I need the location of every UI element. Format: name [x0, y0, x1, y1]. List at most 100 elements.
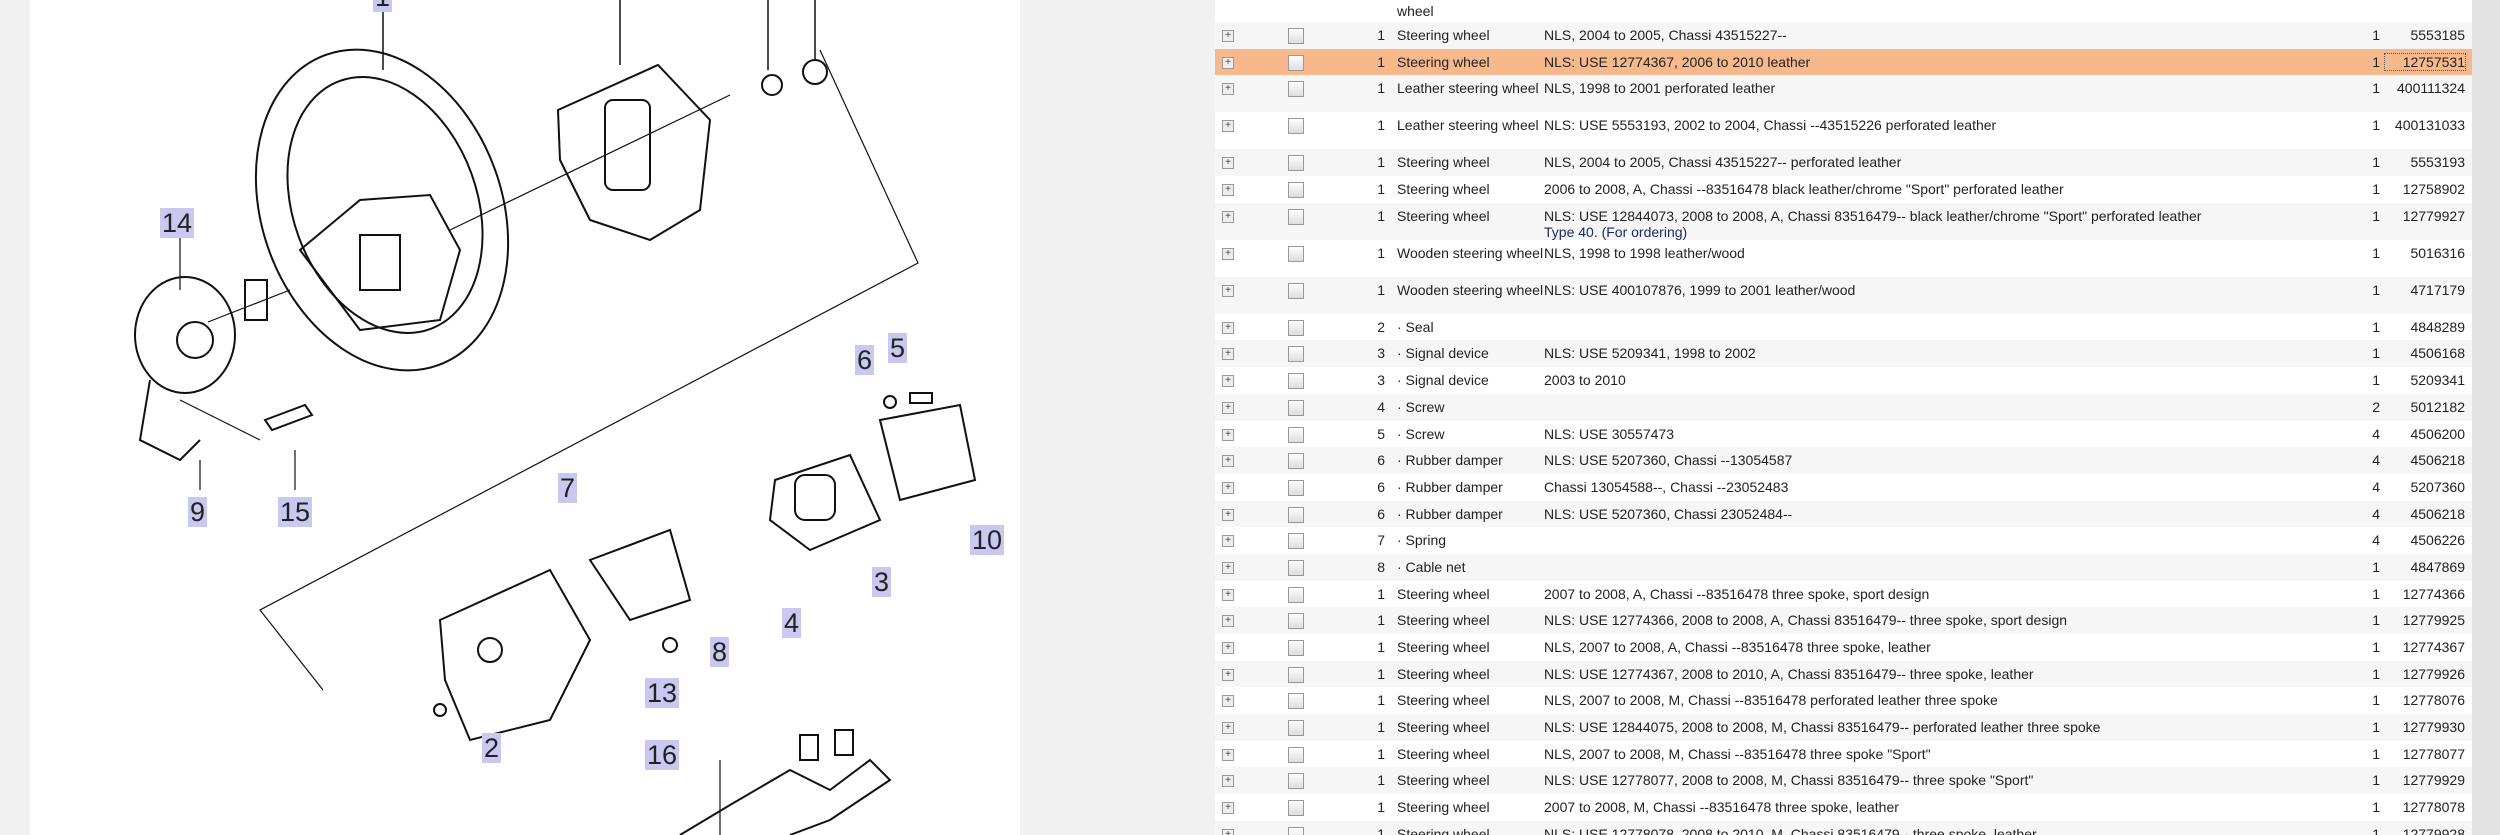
expand-icon[interactable]: +: [1222, 722, 1234, 735]
row-checkbox[interactable]: [1288, 613, 1304, 630]
expand-icon[interactable]: +: [1222, 802, 1234, 815]
row-checkbox[interactable]: [1288, 346, 1304, 363]
callout-8[interactable]: 8: [710, 637, 730, 667]
part-number[interactable]: 12779926: [2402, 665, 2465, 682]
part-number[interactable]: 4506218: [2410, 452, 2465, 469]
expand-icon[interactable]: +: [1222, 375, 1234, 388]
row-checkbox[interactable]: [1288, 773, 1304, 790]
part-number[interactable]: 12779928: [2402, 825, 2465, 835]
scrollbar[interactable]: [2472, 0, 2500, 835]
row-checkbox[interactable]: [1288, 693, 1304, 710]
row-checkbox[interactable]: [1288, 506, 1304, 523]
part-number[interactable]: 5016316: [2410, 244, 2465, 261]
part-number[interactable]: 4506218: [2410, 505, 2465, 522]
part-number[interactable]: 12778077: [2402, 745, 2465, 762]
row-checkbox[interactable]: [1288, 826, 1304, 835]
callout-9[interactable]: 9: [188, 497, 208, 527]
row-checkbox[interactable]: [1288, 426, 1304, 443]
row-checkbox[interactable]: [1288, 319, 1304, 336]
part-number[interactable]: 400111324: [2397, 80, 2465, 97]
expand-icon[interactable]: +: [1222, 247, 1234, 260]
row-checkbox[interactable]: [1288, 155, 1304, 172]
expand-icon[interactable]: +: [1222, 428, 1234, 441]
row-checkbox[interactable]: [1288, 533, 1304, 550]
part-number[interactable]: 4506200: [2410, 425, 2465, 442]
ordering-note-link[interactable]: Type 40. (For ordering): [1544, 223, 1688, 240]
row-checkbox[interactable]: [1288, 373, 1304, 390]
row-checkbox[interactable]: [1288, 640, 1304, 656]
part-number[interactable]: 400131033: [2394, 117, 2465, 134]
part-number[interactable]: 4847869: [2410, 558, 2465, 575]
part-number[interactable]: 5207360: [2410, 478, 2465, 495]
expand-icon[interactable]: +: [1222, 348, 1234, 361]
callout-7[interactable]: 7: [558, 473, 578, 503]
part-number[interactable]: 12774366: [2402, 585, 2465, 602]
expand-icon[interactable]: +: [1222, 561, 1234, 574]
expand-icon[interactable]: +: [1222, 120, 1234, 133]
row-checkbox[interactable]: [1288, 118, 1304, 135]
row-checkbox[interactable]: [1288, 54, 1304, 71]
part-number[interactable]: 5012182: [2410, 398, 2465, 415]
expand-icon[interactable]: +: [1222, 642, 1234, 654]
callout-5[interactable]: 5: [888, 333, 908, 363]
expand-icon[interactable]: +: [1222, 481, 1234, 494]
expand-icon[interactable]: +: [1222, 828, 1234, 835]
part-number[interactable]: 12779929: [2402, 772, 2465, 789]
row-checkbox[interactable]: [1288, 666, 1304, 683]
expand-icon[interactable]: +: [1222, 748, 1234, 761]
callout-2[interactable]: 2: [482, 733, 502, 763]
expand-icon[interactable]: +: [1222, 775, 1234, 788]
expand-icon[interactable]: +: [1222, 56, 1234, 69]
row-checkbox[interactable]: [1288, 453, 1304, 470]
expand-icon[interactable]: +: [1222, 535, 1234, 548]
row-checkbox[interactable]: [1288, 245, 1304, 262]
row-checkbox[interactable]: [1288, 81, 1304, 98]
part-number[interactable]: 12774367: [2402, 639, 2465, 655]
expand-icon[interactable]: +: [1222, 588, 1234, 601]
part-number[interactable]: 12779925: [2402, 612, 2465, 629]
part-number[interactable]: 12779927: [2402, 207, 2465, 224]
part-number[interactable]: 12757531: [2384, 52, 2466, 71]
expand-icon[interactable]: +: [1222, 30, 1234, 42]
callout-4[interactable]: 4: [782, 608, 802, 638]
callout-15[interactable]: 15: [278, 497, 313, 527]
callout-6[interactable]: 6: [855, 345, 875, 375]
callout-13[interactable]: 13: [645, 678, 680, 708]
part-number[interactable]: 12778078: [2402, 799, 2465, 816]
part-number[interactable]: 5553193: [2410, 154, 2465, 171]
row-checkbox[interactable]: [1288, 399, 1304, 416]
part-number[interactable]: 12758902: [2402, 181, 2465, 198]
part-number[interactable]: 4506168: [2410, 345, 2465, 362]
row-checkbox[interactable]: [1288, 282, 1304, 299]
row-checkbox[interactable]: [1288, 182, 1304, 199]
part-number[interactable]: 4848289: [2410, 318, 2465, 335]
part-number[interactable]: 12778076: [2402, 692, 2465, 709]
row-checkbox[interactable]: [1288, 586, 1304, 603]
callout-1[interactable]: 1: [373, 0, 393, 12]
expand-icon[interactable]: +: [1222, 284, 1234, 297]
row-checkbox[interactable]: [1288, 208, 1304, 225]
